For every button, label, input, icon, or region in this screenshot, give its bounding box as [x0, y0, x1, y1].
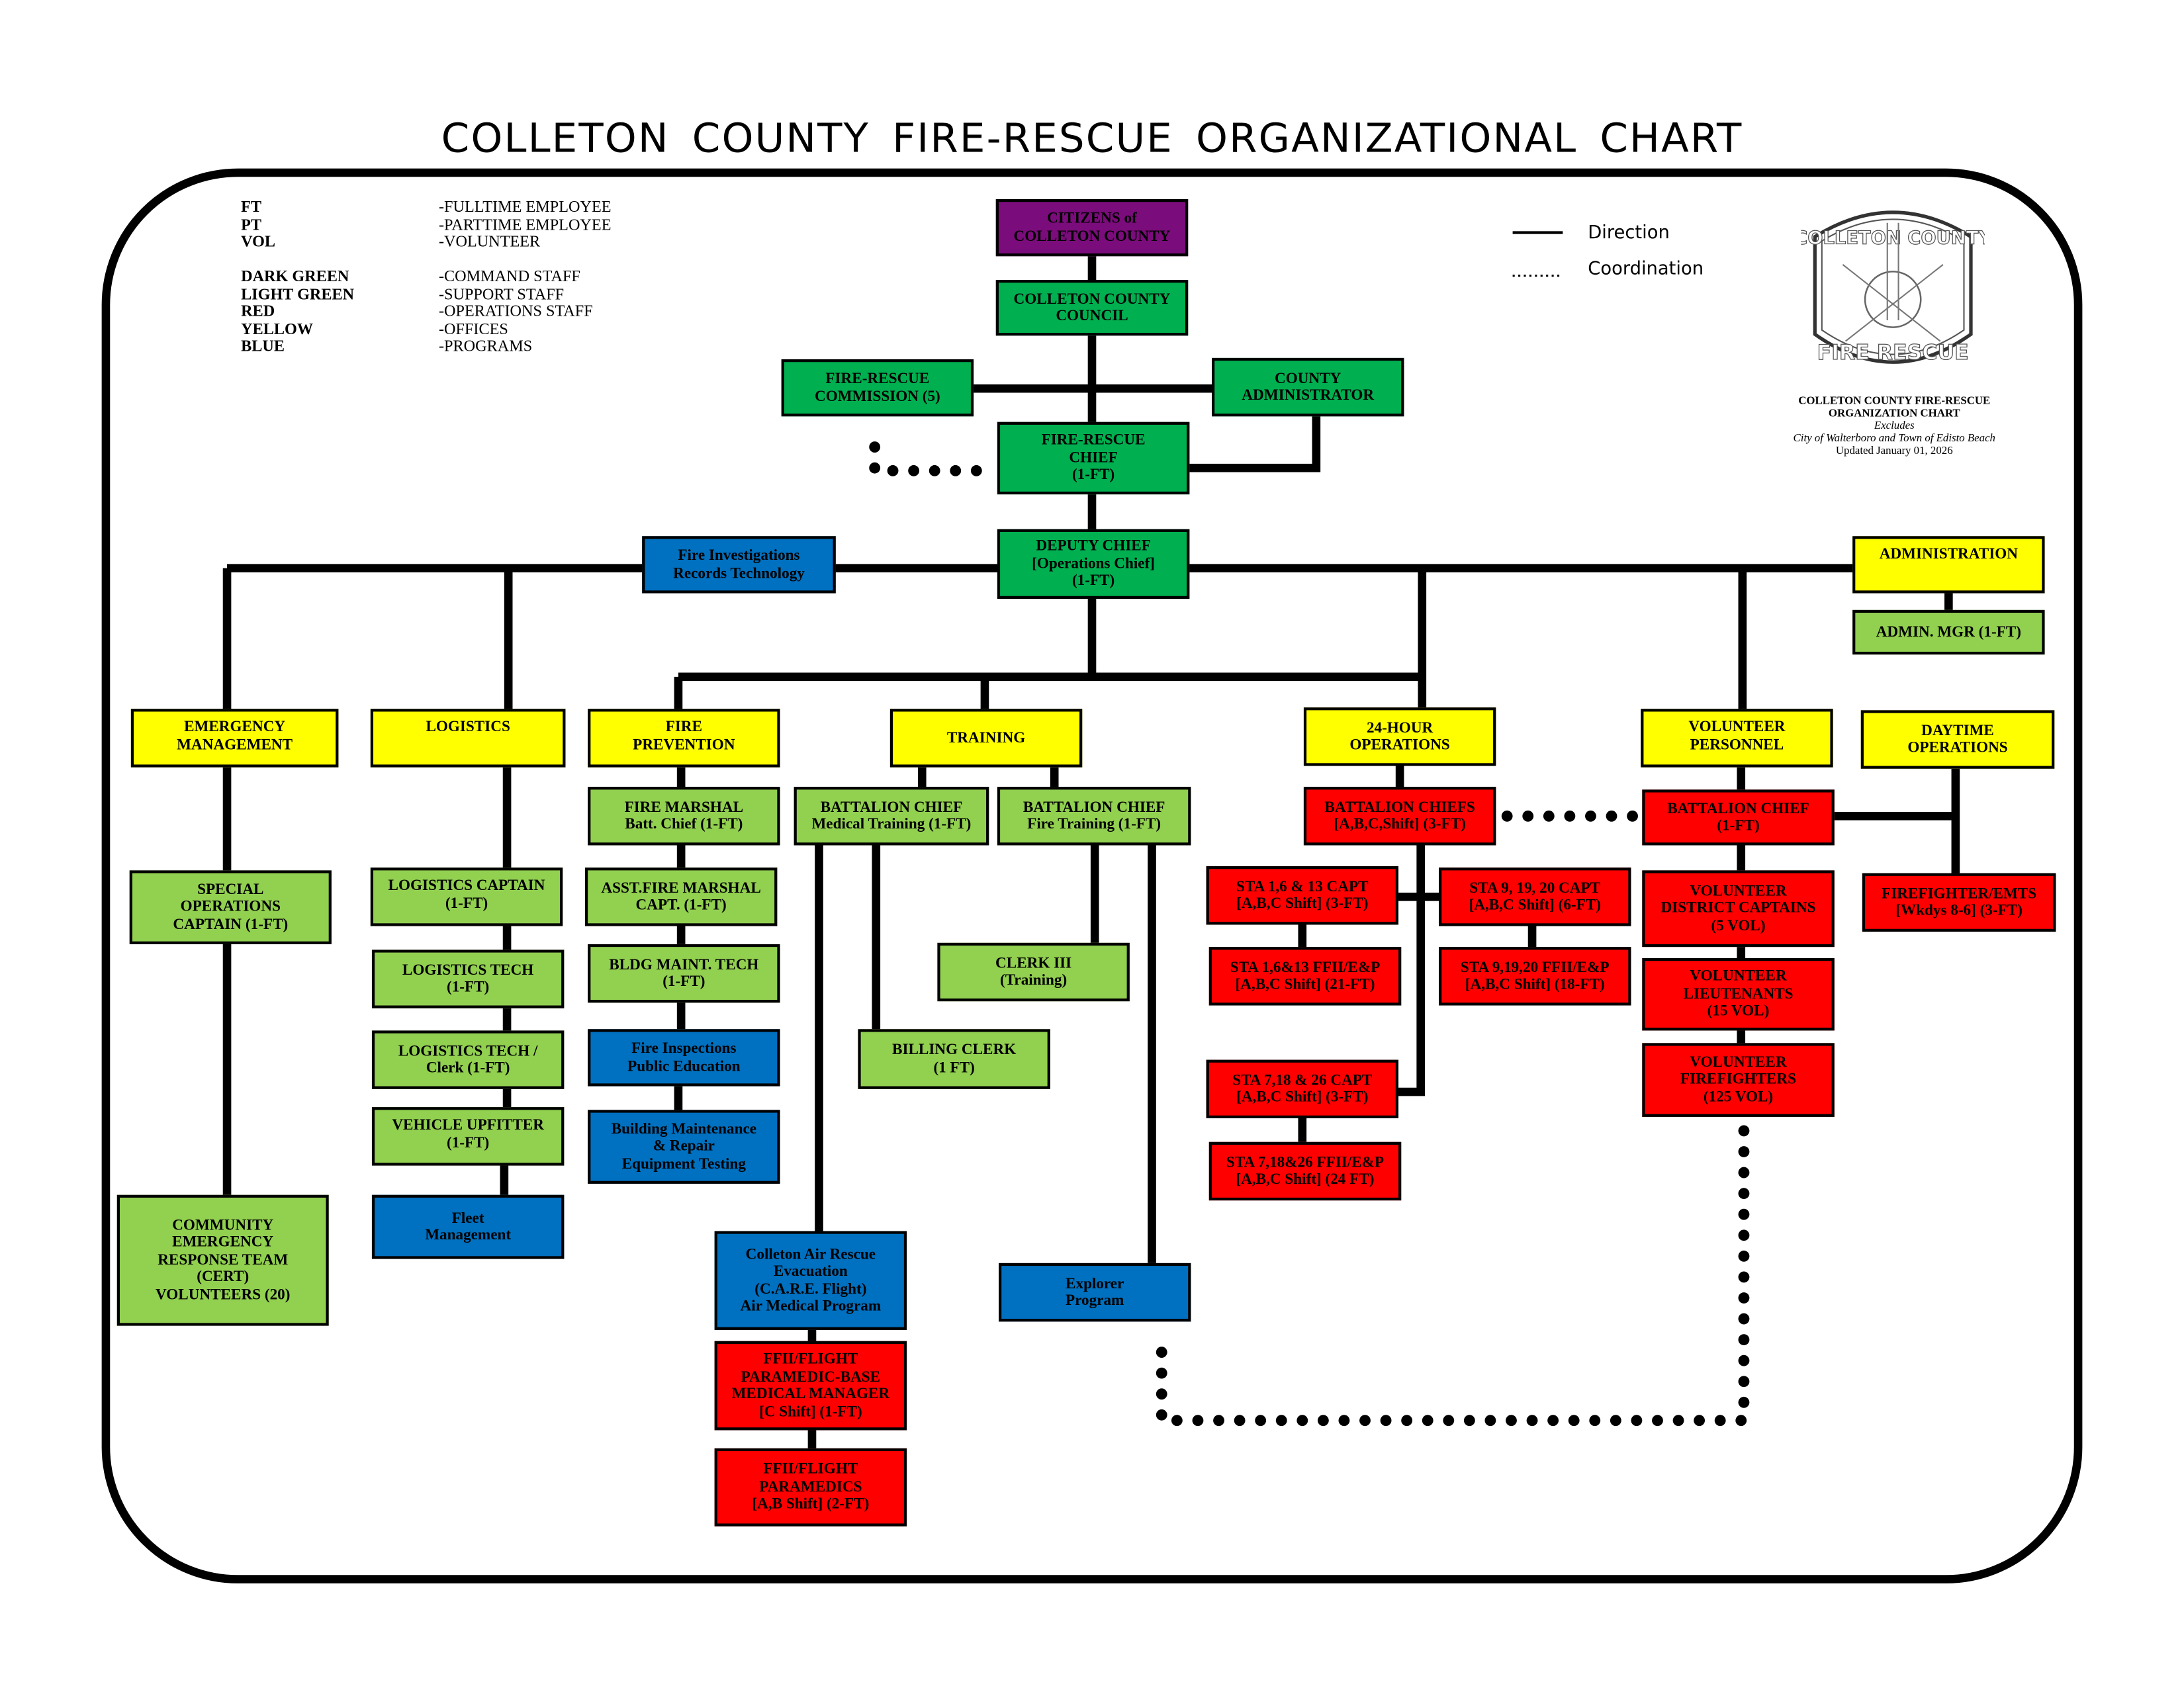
box-logistics-tech: LOGISTICS TECH (1-FT) — [371, 950, 565, 1008]
box-battalion-chiefs: BATTALION CHIEFS [A,B,C,Shift] (3-FT) — [1303, 787, 1496, 846]
box-battalion-chief-fire-training: BATTALION CHIEF Fire Training (1-FT) — [997, 787, 1191, 846]
box-citizens: CITIZENS of COLLETON COUNTY — [995, 199, 1189, 257]
logo-text-bottom: FIRE RESCUE — [1817, 341, 1969, 365]
box-care-flight: Colleton Air Rescue Evacuation (C.A.R.E.… — [714, 1231, 907, 1330]
box-sta-7-18-26-capt: STA 7,18 & 26 CAPT [A,B,C Shift] (3-FT) — [1206, 1059, 1399, 1118]
box-administration: ADMINISTRATION — [1852, 536, 2045, 594]
box-fire-marshal: FIRE MARSHAL Batt. Chief (1-FT) — [588, 787, 780, 846]
box-sta-9-19-20-capt: STA 9, 19, 20 CAPT [A,B,C Shift] (6-FT) — [1439, 867, 1631, 926]
box-bldg-maint-tech: BLDG MAINT. TECH (1-FT) — [588, 944, 780, 1003]
box-logistics-tech-clerk: LOGISTICS TECH / Clerk (1-FT) — [371, 1030, 565, 1089]
box-county-administrator: COUNTY ADMINISTRATOR — [1212, 357, 1404, 417]
caption-excludes: Excludes — [1874, 419, 1915, 432]
box-emergency-management: EMERGENCY MANAGEMENT — [130, 709, 339, 768]
box-asst-fire-marshal: ASST.FIRE MARSHAL CAPT. (1-FT) — [584, 867, 778, 926]
box-deputy-chief: DEPUTY CHIEF [Operations Chief] (1-FT) — [997, 529, 1190, 599]
box-fire-rescue-commission: FIRE-RESCUE COMMISSION (5) — [781, 359, 974, 417]
box-fire-inspections: Fire Inspections Public Education — [588, 1029, 780, 1087]
box-daytime-operations: DAYTIME OPERATIONS — [1860, 710, 2055, 769]
chart-caption: COLLETON COUNTY FIRE-RESCUE ORGANIZATION… — [1769, 394, 2020, 457]
caption-subtitle: ORGANIZATION CHART — [1828, 406, 1960, 420]
box-volunteer-district-captains: VOLUNTEER DISTRICT CAPTAINS (5 VOL) — [1642, 870, 1835, 948]
logo-text-top: COLLETON COUNTY — [1801, 228, 1985, 248]
box-fire-investigations: Fire Investigations Records Technology — [642, 536, 836, 594]
box-sta-7-18-26-ffii: STA 7,18&26 FFII/E&P [A,B,C Shift] (24 F… — [1208, 1141, 1402, 1201]
box-fire-rescue-chief: FIRE-RESCUE CHIEF (1-FT) — [997, 422, 1190, 495]
box-logistics-captain: LOGISTICS CAPTAIN (1-FT) — [370, 867, 563, 926]
box-training: TRAINING — [889, 709, 1083, 768]
legend-color-meanings: -COMMAND STAFF -SUPPORT STAFF -OPERATION… — [438, 269, 593, 356]
box-battalion-chief-volunteer: BATTALION CHIEF (1-FT) — [1642, 789, 1835, 846]
direction-lines — [222, 231, 1960, 1448]
box-county-council: COLLETON COUNTY COUNCIL — [995, 280, 1189, 336]
caption-excluded-areas: City of Walterboro and Town of Edisto Be… — [1793, 431, 1995, 445]
box-battalion-chief-medical-training: BATTALION CHIEF Medical Training (1-FT) — [794, 787, 989, 846]
fire-rescue-logo: COLLETON COUNTY FIRE RESCUE — [1801, 210, 1985, 365]
chart-border — [101, 168, 2083, 1583]
legend-direction: Direction — [1588, 222, 1670, 244]
box-volunteer-lieutenants: VOLUNTEER LIEUTENANTS (15 VOL) — [1642, 957, 1835, 1031]
box-billing-clerk: BILLING CLERK (1 FT) — [858, 1029, 1050, 1089]
box-vehicle-upfitter: VEHICLE UPFITTER (1-FT) — [371, 1107, 565, 1166]
box-clerk-iii: CLERK III (Training) — [937, 942, 1130, 1002]
box-sta-1-6-13-ffii: STA 1,6&13 FFII/E&P [A,B,C Shift] (21-FT… — [1208, 947, 1402, 1006]
box-cert-volunteers: COMMUNITY EMERGENCY RESPONSE TEAM (CERT)… — [116, 1194, 329, 1326]
legend-coordination: Coordination — [1588, 259, 1704, 281]
page-title: COLLETON COUNTY FIRE-RESCUE ORGANIZATION… — [441, 114, 1743, 162]
box-flight-paramedics: FFII/FLIGHT PARAMEDICS [A,B Shift] (2-FT… — [714, 1448, 907, 1527]
box-admin-manager: ADMIN. MGR (1-FT) — [1852, 609, 2045, 655]
box-sta-1-6-13-capt: STA 1,6 & 13 CAPT [A,B,C Shift] (3-FT) — [1206, 866, 1399, 925]
box-logistics: LOGISTICS — [370, 709, 566, 768]
box-building-maintenance: Building Maintenance & Repair Equipment … — [588, 1110, 780, 1184]
box-sta-9-19-20-ffii: STA 9,19,20 FFII/E&P [A,B,C Shift] (18-F… — [1439, 947, 1631, 1006]
legend-colors: DARK GREEN LIGHT GREEN RED YELLOW BLUE — [241, 269, 355, 356]
box-fleet-management: Fleet Management — [371, 1194, 565, 1259]
box-fire-prevention: FIRE PREVENTION — [588, 709, 780, 768]
legend-abbreviations: FT PT VOL — [241, 199, 276, 251]
caption-updated: Updated January 01, 2026 — [1835, 444, 1953, 457]
box-special-operations-captain: SPECIAL OPERATIONS CAPTAIN (1-FT) — [129, 870, 332, 944]
box-volunteer-firefighters: VOLUNTEER FIREFIGHTERS (125 VOL) — [1642, 1043, 1835, 1117]
box-24-hour-operations: 24-HOUR OPERATIONS — [1303, 707, 1496, 766]
box-explorer-program: Explorer Program — [998, 1263, 1191, 1322]
box-flight-base-medical-manager: FFII/FLIGHT PARAMEDIC-BASE MEDICAL MANAG… — [714, 1341, 907, 1431]
legend-abbreviation-meanings: -FULLTIME EMPLOYEE -PARTTIME EMPLOYEE -V… — [438, 199, 612, 251]
box-volunteer-personnel: VOLUNTEER PERSONNEL — [1641, 709, 1833, 768]
coordination-lines — [869, 275, 1750, 1427]
caption-title: COLLETON COUNTY FIRE-RESCUE — [1798, 394, 1991, 407]
box-firefighter-emts: FIREFIGHTER/EMTS [Wkdys 8-6] (3-FT) — [1862, 873, 2056, 932]
